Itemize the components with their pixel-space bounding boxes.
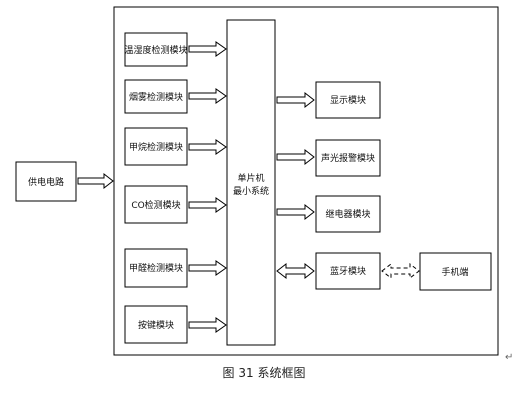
alarm-block: 声光报警模块 xyxy=(315,139,381,177)
arrow-co-to-mcu xyxy=(188,197,227,213)
mcu-label-line1: 单片机 xyxy=(237,172,264,184)
display-label: 显示模块 xyxy=(330,94,366,106)
sensor-formaldehyde-block: 甲醛检测模块 xyxy=(124,248,188,288)
mcu-label-line2: 最小系统 xyxy=(233,185,269,197)
display-block: 显示模块 xyxy=(315,81,381,119)
sensor-formaldehyde-label: 甲醛检测模块 xyxy=(129,262,183,274)
mcu-block: 单片机 最小系统 xyxy=(226,19,276,346)
phone-label: 手机端 xyxy=(441,266,468,278)
relay-block: 继电器模块 xyxy=(315,195,381,233)
sensor-smoke-block: 烟雾检测模块 xyxy=(124,79,188,114)
relay-label: 继电器模块 xyxy=(325,208,370,220)
arrow-mcu-to-display xyxy=(276,91,315,109)
keypad-block: 按键模块 xyxy=(124,305,188,344)
arrow-smoke-to-mcu xyxy=(188,88,227,104)
sensor-co-label: CO检测模块 xyxy=(131,199,180,211)
arrow-temp-humidity-to-mcu xyxy=(188,41,227,57)
arrow-formaldehyde-to-mcu xyxy=(188,260,227,276)
keypad-label: 按键模块 xyxy=(138,319,174,331)
sensor-temp-humidity-label: 温湿度检测模块 xyxy=(124,44,187,56)
arrow-mcu-to-relay xyxy=(276,203,315,221)
bluetooth-label: 蓝牙模块 xyxy=(330,265,366,277)
arrow-power-to-frame xyxy=(77,172,114,190)
sensor-co-block: CO检测模块 xyxy=(124,185,188,224)
sensor-methane-label: 甲烷检测模块 xyxy=(129,141,183,153)
arrow-mcu-bluetooth-bidirectional xyxy=(276,262,315,280)
sensor-methane-block: 甲烷检测模块 xyxy=(124,127,188,166)
system-frame xyxy=(113,6,499,356)
arrow-mcu-to-alarm xyxy=(276,148,315,166)
power-supply-label: 供电电路 xyxy=(28,176,64,188)
bluetooth-block: 蓝牙模块 xyxy=(315,252,381,290)
paragraph-mark: ↵ xyxy=(505,352,514,363)
sensor-temp-humidity-block: 温湿度检测模块 xyxy=(124,32,188,67)
wireless-link-dashed-arrow xyxy=(381,262,420,280)
arrow-methane-to-mcu xyxy=(188,139,227,155)
alarm-label: 声光报警模块 xyxy=(321,152,375,164)
figure-caption: 图 31 系统框图 xyxy=(222,366,306,380)
arrow-keypad-to-mcu xyxy=(188,317,227,333)
power-supply-block: 供电电路 xyxy=(15,161,77,202)
phone-block: 手机端 xyxy=(419,252,492,291)
sensor-smoke-label: 烟雾检测模块 xyxy=(129,91,183,103)
